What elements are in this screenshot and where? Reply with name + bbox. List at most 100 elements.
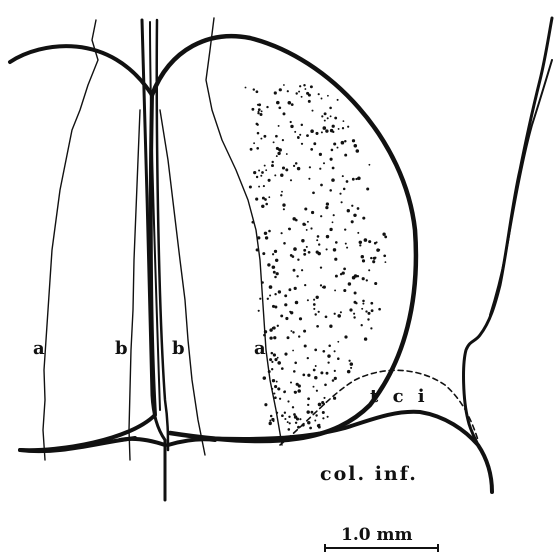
stipple-dot — [273, 353, 276, 356]
stipple-dot — [324, 112, 327, 115]
stipple-dot — [337, 341, 339, 343]
stipple-dot — [272, 379, 275, 382]
stipple-dot — [313, 303, 316, 306]
stipple-dot — [284, 418, 286, 420]
stipple-dot — [299, 134, 301, 136]
stipple-dot — [309, 427, 312, 430]
stipple-dot — [277, 361, 281, 365]
stipple-dot — [294, 391, 296, 393]
stipple-dot — [256, 248, 259, 251]
stipple-dot — [310, 148, 313, 151]
stipple-dot — [302, 423, 305, 426]
stipple-dot — [307, 404, 309, 406]
stipple-dot — [292, 350, 294, 352]
stipple-dot — [251, 221, 254, 224]
stipple-dot — [371, 309, 374, 312]
stipple-dot — [307, 299, 309, 301]
stipple-dot — [332, 379, 335, 382]
stipple-dot — [362, 303, 364, 305]
stipple-dot — [319, 153, 322, 156]
stipple-dot — [320, 371, 323, 374]
stipple-dot — [301, 143, 303, 145]
stipple-dot — [299, 317, 302, 320]
stipple-dot — [297, 136, 300, 139]
stipple-dot — [335, 241, 338, 244]
stipple-dot — [257, 124, 259, 126]
stipple-dot — [256, 147, 259, 150]
stipple-dot — [338, 128, 340, 130]
stipple-dot — [290, 179, 292, 181]
stipple-dot — [307, 421, 310, 424]
stipple-dot — [269, 358, 272, 361]
stipple-dot — [278, 125, 280, 127]
stipple-dot — [269, 336, 272, 339]
stipple-dot — [370, 327, 372, 329]
stipple-dot — [352, 139, 355, 142]
stipple-dot — [251, 108, 254, 111]
stipple-dot — [288, 288, 291, 291]
stipple-dot — [356, 149, 360, 153]
stipple-dot — [355, 178, 357, 180]
stipple-dot — [320, 266, 322, 268]
stipple-dot — [264, 198, 267, 201]
stipple-dot — [370, 257, 372, 259]
stipple-dot — [316, 296, 319, 299]
stipple-dot — [258, 186, 260, 188]
stipple-dot — [261, 205, 264, 208]
stipple-dot — [261, 171, 264, 174]
stipple-dot — [276, 155, 278, 157]
stipple-dot — [374, 282, 377, 285]
stipple-dot — [311, 211, 314, 214]
stipple-dot — [278, 148, 281, 151]
stipple-dot — [329, 189, 332, 192]
stipple-dot — [281, 191, 283, 193]
stipple-dot — [337, 99, 339, 101]
stipple-dot — [362, 217, 365, 220]
stipple-dot — [353, 316, 355, 318]
stipple-dot — [367, 312, 370, 315]
stipple-dot — [322, 417, 324, 419]
stipple-dot — [280, 194, 282, 196]
stipple-dot — [290, 381, 292, 383]
stipple-dot — [357, 207, 360, 210]
stipple-dot — [287, 421, 289, 423]
stipple-dot — [268, 196, 270, 198]
stipple-dot — [346, 180, 349, 183]
stipple-dot — [274, 358, 277, 361]
stipple-dot — [328, 345, 331, 348]
stipple-dot — [274, 276, 277, 279]
stipple-dot — [269, 285, 273, 289]
stipple-dot — [289, 422, 291, 424]
label-a-right: a — [254, 338, 266, 359]
stipple-dot — [282, 203, 285, 206]
stipple-dot — [341, 201, 343, 203]
stipple-dot — [258, 103, 261, 106]
stipple-dot — [352, 276, 356, 280]
stipple-dot — [327, 354, 330, 357]
stipple-dot — [272, 253, 274, 255]
stipple-dot — [307, 397, 310, 400]
stipple-dot — [308, 100, 311, 103]
stipple-dot — [318, 93, 320, 95]
stipple-dot — [301, 124, 303, 126]
stipple-dot — [313, 308, 315, 310]
stipple-dot — [302, 374, 305, 377]
stipple-dot — [310, 227, 312, 229]
stipple-dot — [330, 158, 333, 161]
stipple-dot — [344, 335, 347, 338]
stipple-dot — [291, 103, 294, 106]
stipple-dot — [297, 167, 300, 170]
stipple-dot — [273, 336, 276, 339]
stipple-dot — [308, 94, 311, 97]
stipple-dot — [257, 236, 260, 239]
stipple-dot — [326, 235, 329, 238]
stipple-dot — [285, 168, 288, 171]
stipple-dot — [348, 360, 350, 362]
stipple-dot — [283, 112, 286, 115]
stipple-dot — [293, 370, 296, 373]
stipple-dot — [253, 171, 256, 174]
stipple-dot — [298, 384, 301, 387]
left-lobe-outline — [10, 46, 155, 450]
stipple-dot — [362, 277, 365, 280]
stipple-dot — [290, 121, 292, 123]
